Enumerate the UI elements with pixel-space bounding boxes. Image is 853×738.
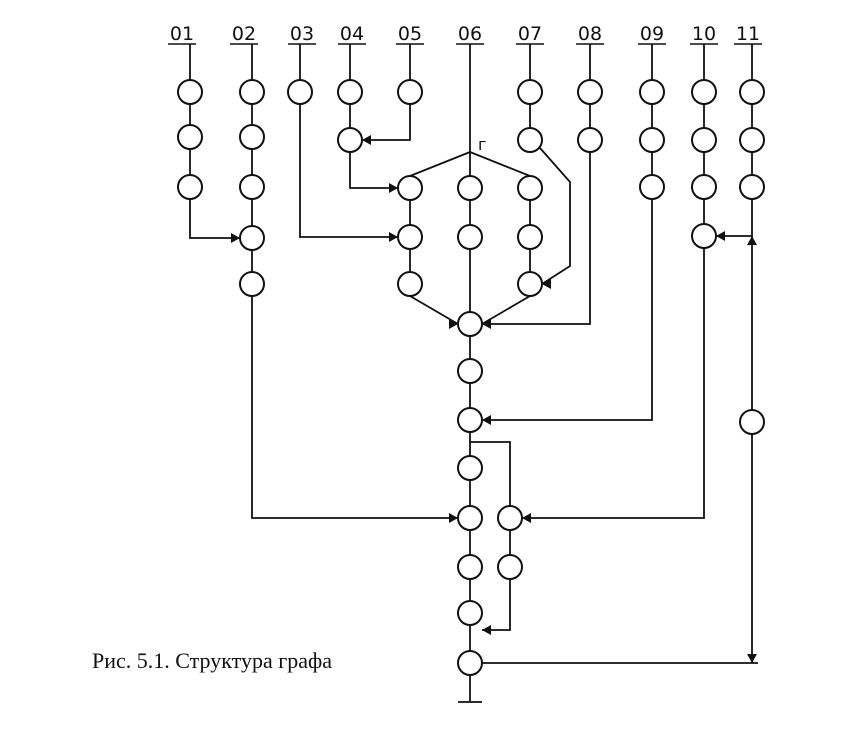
graph-node [457,407,483,433]
graph-edge [409,295,459,325]
graph-node [177,124,203,150]
arrowhead [231,233,240,243]
graph-edge [251,296,458,519]
column-label-09: 09 [640,23,664,45]
graph-node [457,455,483,481]
graph-node [691,223,717,249]
graph-node [397,224,423,250]
graph-node [517,127,543,153]
arrowhead [449,319,458,329]
graph-node [517,224,543,250]
graph-node [517,175,543,201]
graph-edge [362,104,411,141]
graph-node [177,79,203,105]
graph-node [639,127,665,153]
graph-node [639,79,665,105]
graph-node [337,127,363,153]
graph-node [397,271,423,297]
graph-edge [481,295,531,325]
column-label-02: 02 [232,23,256,45]
arrowhead [389,183,398,193]
arrowhead [482,319,491,329]
graph-node [497,505,523,531]
column-label-11: 11 [736,23,760,45]
graph-node [337,79,363,105]
graph-edge [539,147,571,285]
arrowhead [389,232,398,242]
graph-node [739,409,765,435]
graph-edge [716,199,753,237]
graph-edge [522,248,705,519]
graph-edge [409,151,471,177]
figure-caption: Рис. 5.1. Структура графа [92,648,333,673]
node-mark-label: г [478,135,486,154]
graph-node [457,600,483,626]
graph-node [739,127,765,153]
arrowhead [362,135,371,145]
graph-edge [482,152,591,325]
graph-node [691,79,717,105]
column-label-10: 10 [692,23,716,45]
graph-node [577,79,603,105]
graph-node [457,311,483,337]
column-label-08: 08 [578,23,602,45]
edges-layer [168,43,762,703]
column-label-07: 07 [518,23,542,45]
arrowhead [747,654,757,663]
graph-node [577,127,603,153]
graph-edge [482,199,653,421]
graph-node [239,79,265,105]
graph-edge [469,151,531,177]
arrowhead [522,513,531,523]
graph-node [739,174,765,200]
graph-node [397,79,423,105]
graph-edge [482,579,511,631]
graph-edge [470,441,511,506]
graph-node [517,271,543,297]
graph-node [691,127,717,153]
column-label-04: 04 [340,23,364,45]
graph-node [639,174,665,200]
graph-node [239,124,265,150]
column-label-05: 05 [398,23,422,45]
graph-node [287,79,313,105]
nodes-layer [177,79,765,676]
arrowhead [747,236,757,245]
graph-edge [189,199,240,239]
arrowhead [716,231,725,241]
arrowhead [482,625,491,635]
arrowhead [542,279,551,289]
column-label-06: 06 [458,23,482,45]
labels-layer: 01 02 03 04 05 06 07 08 09 10 11 г [170,23,760,154]
arrowhead [482,415,491,425]
graph-node [177,174,203,200]
graph-node [457,175,483,201]
graph-node [691,174,717,200]
graph-edge [299,104,398,238]
graph-node [457,650,483,676]
graph-node [497,554,523,580]
graph-node [517,79,543,105]
graph-node [457,358,483,384]
column-label-03: 03 [290,23,314,45]
graph-edge [349,152,398,189]
graph-node [457,505,483,531]
graph-node [397,175,423,201]
graph-node [457,554,483,580]
graph-node [239,225,265,251]
arrowhead [449,513,458,523]
column-label-01: 01 [170,23,194,45]
graph-node [239,174,265,200]
graph-node [239,271,265,297]
graph-node [457,224,483,250]
graph-node [739,79,765,105]
